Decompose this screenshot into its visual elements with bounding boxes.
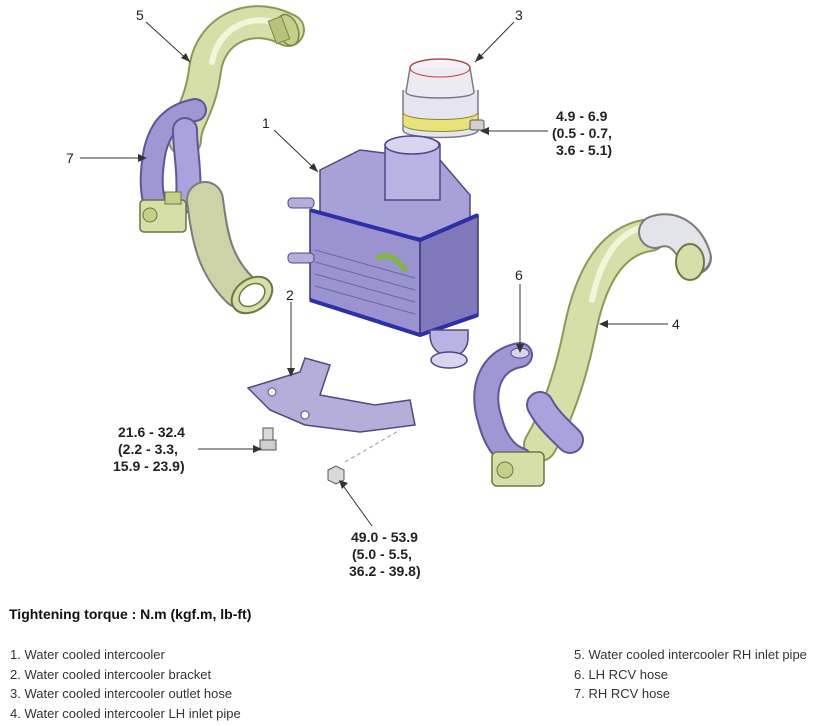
legend-item: 7. RH RCV hose <box>574 686 671 701</box>
torque-kgfm: (5.0 - 5.5, <box>352 546 412 562</box>
parts-legend-left: 1. Water cooled intercooler 2. Water coo… <box>10 645 241 723</box>
intercooler-bracket <box>246 357 416 485</box>
legend-item: 5. Water cooled intercooler RH inlet pip… <box>574 647 807 662</box>
torque-value: 49.0 - 53.9 <box>351 529 418 545</box>
callout-2: 2 <box>286 287 294 303</box>
callout-3: 3 <box>515 7 523 23</box>
torque-outlet-hose-clamp: 4.9 - 6.9 (0.5 - 0.7, 3.6 - 5.1) <box>552 108 612 158</box>
torque-lbft: 15.9 - 23.9) <box>113 458 185 474</box>
legend-item: 4. Water cooled intercooler LH inlet pip… <box>10 705 241 721</box>
intercooler <box>287 135 479 369</box>
tightening-torque-heading: Tightening torque : N.m (kgf.m, lb-ft) <box>9 606 252 622</box>
callout-1: 1 <box>262 115 270 131</box>
parts-legend-right: 5. Water cooled intercooler RH inlet pip… <box>574 645 807 704</box>
torque-bracket-nut: 49.0 - 53.9 (5.0 - 5.5, 36.2 - 39.8) <box>349 529 421 579</box>
rh-inlet-pipe-assembly <box>139 5 305 315</box>
legend-item: 2. Water cooled intercooler bracket <box>10 666 212 682</box>
torque-lbft: 36.2 - 39.8) <box>349 563 421 579</box>
callout-4: 4 <box>672 316 680 332</box>
legend-item: 3. Water cooled intercooler outlet hose <box>10 686 233 701</box>
torque-kgfm: (0.5 - 0.7, <box>552 125 612 141</box>
legend-item: 1. Water cooled intercooler <box>10 647 165 662</box>
leader-lines <box>80 21 668 527</box>
outlet-hose <box>402 58 485 139</box>
lh-inlet-pipe-assembly <box>473 213 712 487</box>
torque-bracket-bolt: 21.6 - 32.4 (2.2 - 3.3, 15.9 - 23.9) <box>113 424 185 474</box>
exploded-parts-diagram: 5 3 1 7 2 6 4 4.9 - 6.9 (0.5 - 0.7, 3.6 … <box>66 5 712 579</box>
callout-7: 7 <box>66 150 74 166</box>
arrowheads <box>138 53 608 489</box>
torque-value: 21.6 - 32.4 <box>118 424 185 440</box>
torque-value: 4.9 - 6.9 <box>556 108 608 124</box>
callout-5: 5 <box>136 7 144 23</box>
torque-kgfm: (2.2 - 3.3, <box>118 441 178 457</box>
legend-item: 6. LH RCV hose <box>574 666 668 682</box>
torque-lbft: 3.6 - 5.1) <box>556 142 612 158</box>
callout-6: 6 <box>515 267 523 283</box>
